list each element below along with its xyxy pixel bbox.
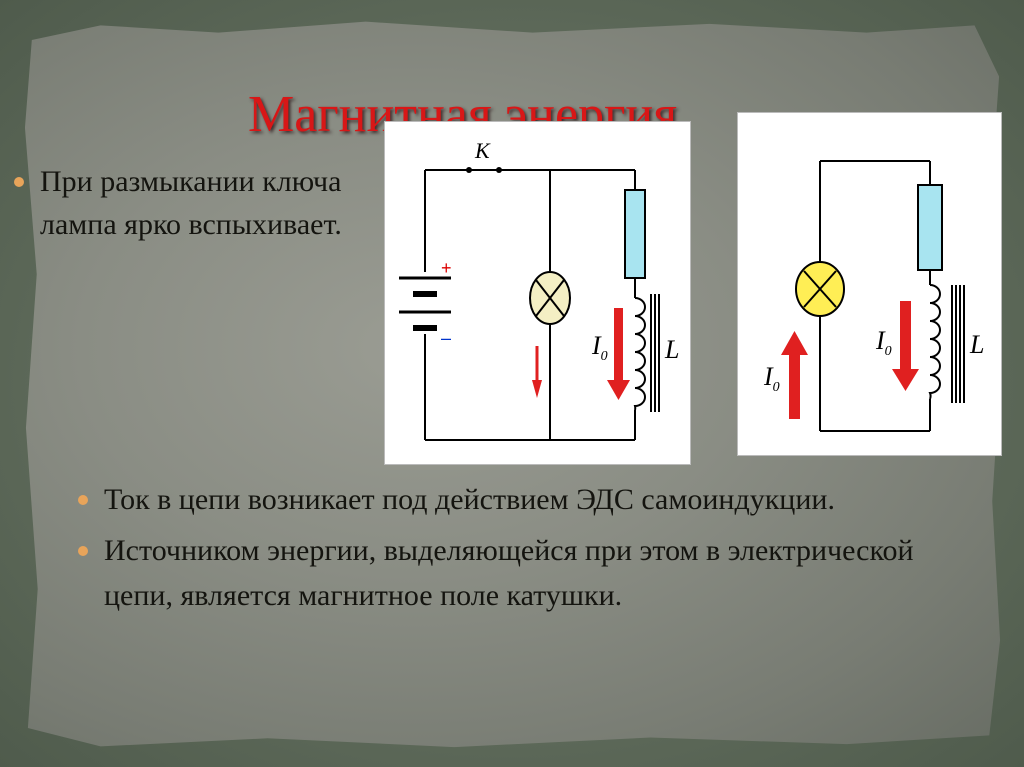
current-label: I0 — [591, 331, 608, 364]
inductor-icon — [928, 284, 965, 403]
resistor-icon — [917, 184, 943, 271]
bullet-dot-icon — [78, 546, 88, 556]
resistor-icon — [624, 189, 646, 279]
bullet-dot-icon — [14, 177, 24, 187]
switch-label: K — [474, 138, 491, 163]
bullet-list-bottom: Ток в цепи возникает под действием ЭДС с… — [78, 477, 958, 624]
bullet-item: При размыкании ключа лампа ярко вспыхива… — [14, 160, 364, 246]
inductor-label: L — [664, 335, 679, 364]
current-arrow-large-icon — [607, 308, 630, 400]
current-arrow-down-icon — [892, 301, 919, 391]
circuit-diagram-2-svg: I0 I0 L — [763, 160, 984, 432]
switch-icon — [466, 167, 502, 173]
circuit-diagram-2: I0 I0 L — [737, 112, 1002, 456]
battery-icon — [399, 276, 451, 331]
lamp-icon — [529, 271, 571, 325]
current-arrow-small-icon — [532, 346, 542, 398]
bullet-text: Источником энергии, выделяющейся при это… — [104, 534, 914, 612]
inductor-label: L — [969, 330, 984, 359]
current-label-lamp: I0 — [763, 362, 780, 395]
current-label-coil: I0 — [875, 326, 892, 359]
bullet-dot-icon — [78, 495, 88, 505]
bullet-text: Ток в цепи возникает под действием ЭДС с… — [104, 483, 835, 516]
bullet-list-top: При размыкании ключа лампа ярко вспыхива… — [14, 160, 364, 246]
battery-plus-label: + — [441, 258, 452, 278]
inductor-icon — [633, 294, 660, 412]
bullet-item: Ток в цепи возникает под действием ЭДС с… — [78, 477, 958, 522]
current-arrow-up-icon — [781, 331, 808, 419]
circuit-diagram-1: K + – — [384, 121, 691, 465]
bullet-text: При размыкании ключа лампа ярко вспыхива… — [40, 165, 342, 241]
bullet-item: Источником энергии, выделяющейся при это… — [78, 528, 958, 618]
circuit-diagram-1-svg: K + – — [399, 138, 679, 441]
lamp-glowing-icon — [795, 261, 845, 317]
battery-minus-label: – — [441, 328, 451, 348]
